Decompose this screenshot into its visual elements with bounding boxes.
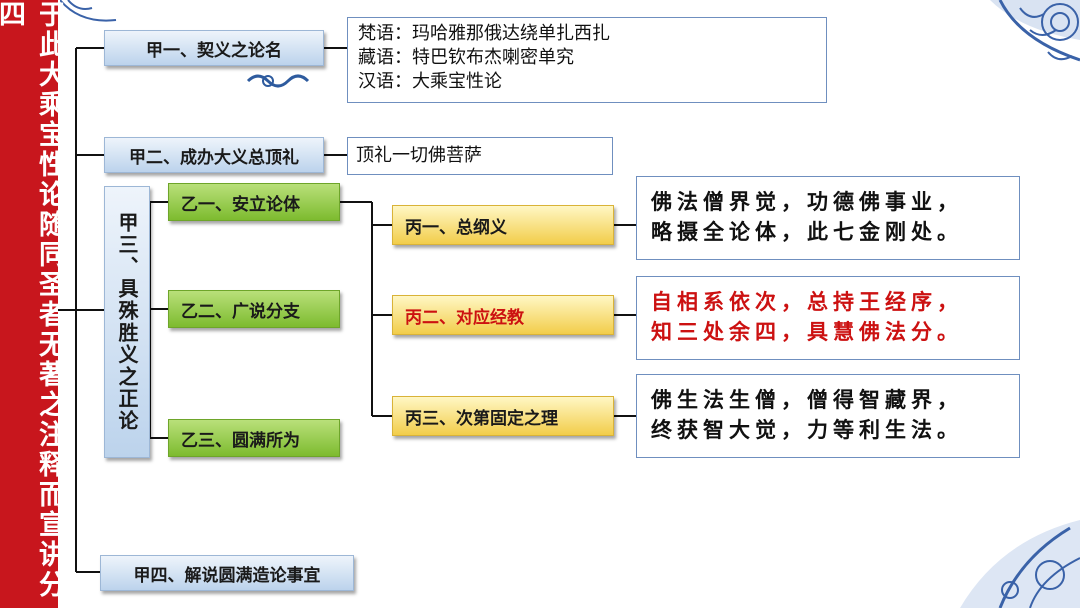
node-jia-1-label: 甲一、契义之论名 <box>146 40 282 61</box>
node-jia-3-label: 甲三、具殊胜义之正论 <box>115 212 139 432</box>
title-languages-box: 梵语：玛哈雅那俄达绕单扎西扎 藏语：特巴钦布杰喇密单究 汉语：大乘宝性论 <box>347 17 827 103</box>
node-jia-4: 甲四、解说圆满造论事宜 <box>100 555 354 591</box>
node-yi-3: 乙三、圆满所为 <box>168 419 340 457</box>
verse-box-3: 佛生法生僧，僧得智藏界， 终获智大觉，力等利生法。 <box>636 374 1020 458</box>
node-bing-3-label: 丙三、次第固定之理 <box>405 408 558 429</box>
title-line-chinese: 汉语：大乘宝性论 <box>358 71 502 92</box>
verse-3-line-2: 终获智大觉，力等利生法。 <box>651 417 963 442</box>
verse-3-line-1: 佛生法生僧，僧得智藏界， <box>651 387 963 412</box>
node-yi-2-label: 乙二、广说分支 <box>181 301 300 322</box>
sidebar-title-bar: 于此大乘宝性论随同圣者无著之注释而宣讲分四 <box>0 0 65 608</box>
verse-box-1: 佛法僧界觉，功德佛事业， 略摄全论体，此七金刚处。 <box>636 176 1020 260</box>
verse-box-2: 自相系依次，总持王经序， 知三处余四，具慧佛法分。 <box>636 276 1020 360</box>
corner-ornament-bottom-right <box>960 520 1080 608</box>
homage-text: 顶礼一切佛菩萨 <box>356 145 482 166</box>
node-yi-1-label: 乙一、安立论体 <box>181 194 300 215</box>
node-bing-1-label: 丙一、总纲义 <box>405 217 507 238</box>
verse-1-line-2: 略摄全论体，此七金刚处。 <box>651 219 963 244</box>
corner-ornament-top-right <box>990 0 1080 62</box>
sidebar-title: 于此大乘宝性论随同圣者无著之注释而宣讲分四 <box>0 0 65 600</box>
verse-1-line-1: 佛法僧界觉，功德佛事业， <box>651 189 963 214</box>
node-yi-1: 乙一、安立论体 <box>168 183 340 221</box>
node-bing-2: 丙二、对应经教 <box>392 295 614 335</box>
node-bing-1: 丙一、总纲义 <box>392 205 614 245</box>
node-jia-2: 甲二、成办大义总顶礼 <box>104 137 324 173</box>
corner-ornament-top-left <box>60 0 117 22</box>
verse-2-line-1: 自相系依次，总持王经序， <box>651 289 963 314</box>
node-jia-1: 甲一、契义之论名 <box>104 30 324 66</box>
verse-2-line-2: 知三处余四，具慧佛法分。 <box>651 319 963 344</box>
cloud-ornament-left <box>246 74 310 88</box>
title-line-sanskrit: 梵语：玛哈雅那俄达绕单扎西扎 <box>358 23 610 44</box>
title-line-tibetan: 藏语：特巴钦布杰喇密单究 <box>358 47 574 68</box>
node-yi-3-label: 乙三、圆满所为 <box>181 430 300 451</box>
node-jia-3: 甲三、具殊胜义之正论 <box>104 186 150 458</box>
homage-box: 顶礼一切佛菩萨 <box>347 137 613 175</box>
node-jia-4-label: 甲四、解说圆满造论事宜 <box>133 565 321 586</box>
node-bing-2-label: 丙二、对应经教 <box>405 307 524 328</box>
node-yi-2: 乙二、广说分支 <box>168 290 340 328</box>
node-jia-2-label: 甲二、成办大义总顶礼 <box>129 147 299 168</box>
node-bing-3: 丙三、次第固定之理 <box>392 396 614 436</box>
